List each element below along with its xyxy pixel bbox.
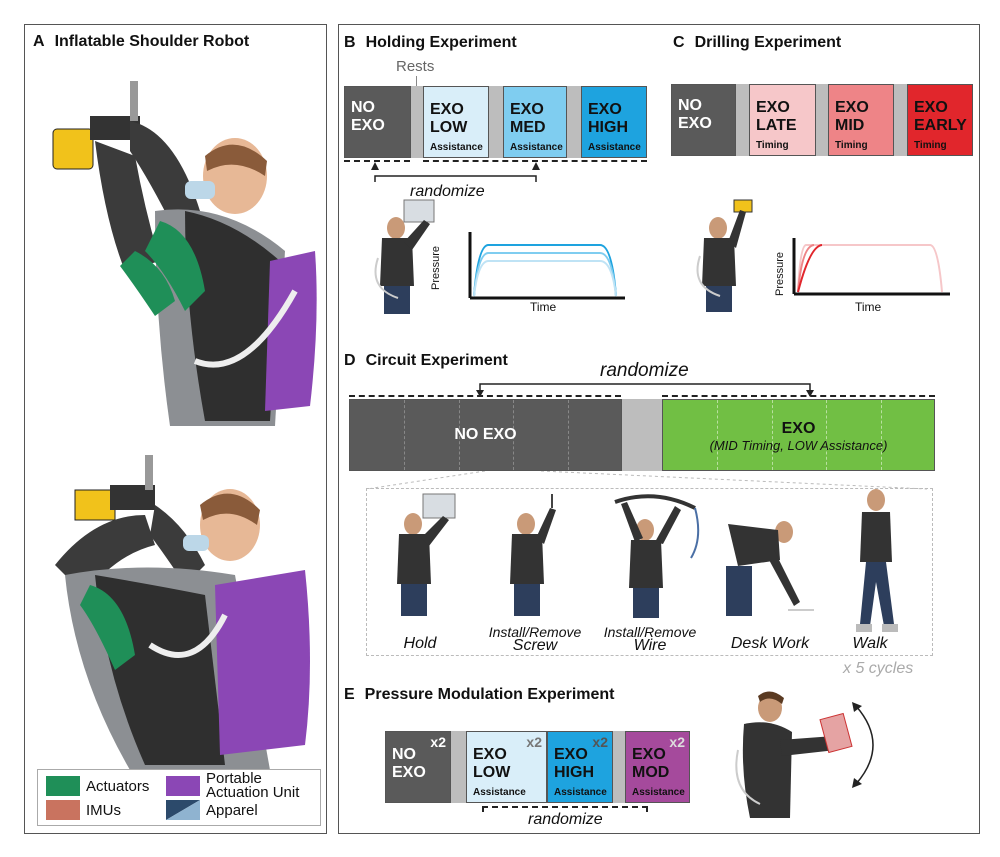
circuit-tasks-frame	[366, 488, 933, 656]
drilling-rest-1	[736, 84, 749, 156]
robot-wearer-side-view	[52, 81, 317, 426]
holding-randomize-arrow	[371, 162, 540, 182]
circuit-rest	[622, 399, 662, 471]
legend-imus-label: IMUs	[86, 802, 121, 819]
rests-label: Rests	[396, 58, 435, 75]
task-wire-caption-2: Wire	[633, 637, 667, 654]
holding-exo-bracket	[423, 160, 647, 162]
task-wire-figure	[614, 494, 700, 618]
legend-apparel-label: Apparel	[206, 802, 258, 819]
holding-randomize-label: randomize	[410, 183, 485, 200]
circuit-no-exo-label: NO EXO	[454, 426, 517, 443]
task-wire-caption-1: Install/Remove	[603, 624, 697, 640]
circuit-randomize-arrow	[476, 383, 814, 397]
legend-actuators-swatch	[46, 776, 80, 796]
holding-rest-3	[567, 86, 581, 158]
task-walk-figure	[856, 489, 898, 632]
legend-actuators-label: Actuators	[86, 778, 150, 795]
holding-pressure-chart	[468, 232, 625, 300]
modulation-rest-2	[613, 731, 625, 803]
circuit-no-exo-block: NO EXO	[349, 399, 622, 471]
circuit-no-exo-bracket	[349, 395, 621, 397]
legend-apparel-swatch	[166, 800, 200, 820]
circuit-exo-bracket	[662, 395, 935, 397]
task-desk-figure	[726, 521, 814, 616]
legend: Actuators IMUs Portable Actuation Unit A…	[37, 769, 321, 826]
circuit-exo-sublabel: (MID Timing, LOW Assistance)	[709, 438, 888, 453]
task-screw-figure	[510, 494, 556, 616]
circuit-zoom-lines	[366, 471, 928, 490]
holding-rest-2	[489, 86, 503, 158]
drilling-person	[696, 199, 753, 312]
drilling-y-axis-label: Pressure	[774, 251, 786, 296]
legend-portable-label-2: Actuation Unit	[206, 784, 300, 801]
circuit-exo-block: EXO (MID Timing, LOW Assistance)	[662, 399, 935, 471]
modulation-randomize-label: randomize	[528, 811, 603, 828]
task-hold-caption: Hold	[403, 635, 437, 652]
task-desk-caption: Desk Work	[730, 635, 810, 652]
modulation-rest-1	[451, 731, 466, 803]
drilling-pressure-chart	[792, 238, 950, 296]
task-screw-caption-2: Screw	[512, 637, 558, 654]
circuit-exo-label: EXO	[781, 420, 816, 437]
modulation-randomize-bracket	[482, 806, 648, 808]
task-screw-caption-1: Install/Remove	[488, 624, 582, 640]
task-hold-figure	[397, 493, 456, 616]
circuit-cycles-label: x 5 cycles	[843, 660, 914, 677]
drilling-rest-3	[894, 84, 907, 156]
modulation-bracket-left	[482, 806, 484, 812]
drilling-rest-2	[816, 84, 828, 156]
holding-rest-1	[411, 86, 423, 158]
robot-wearer-back-view	[55, 455, 310, 770]
circuit-randomize-label: randomize	[600, 360, 689, 381]
legend-portable-label-1: Portable	[206, 770, 262, 787]
modulation-person	[735, 691, 853, 818]
drilling-x-axis-label: Time	[855, 300, 882, 314]
legend-portable-swatch	[166, 776, 200, 796]
holding-no-exo-bracket	[344, 160, 410, 162]
holding-person	[374, 199, 435, 314]
modulation-motion-arrow	[852, 702, 874, 788]
rests-pointer	[416, 76, 417, 88]
holding-x-axis-label: Time	[530, 300, 557, 314]
holding-y-axis-label: Pressure	[430, 245, 442, 290]
legend-imus-swatch	[46, 800, 80, 820]
task-walk-caption: Walk	[852, 635, 888, 652]
modulation-bracket-right	[646, 806, 648, 812]
